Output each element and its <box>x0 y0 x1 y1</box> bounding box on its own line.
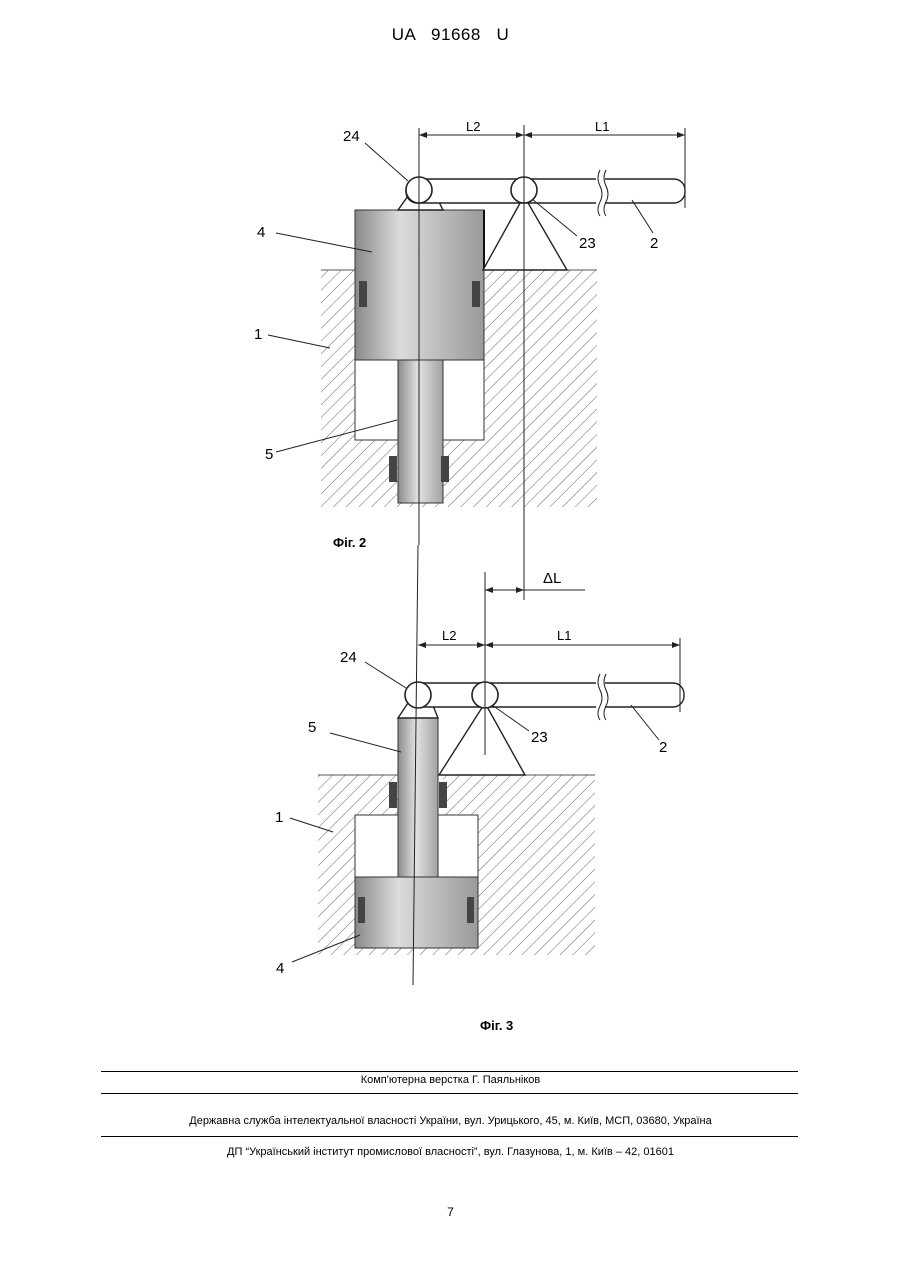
label-23: 23 <box>531 729 548 746</box>
footer-rule-middle <box>101 1093 798 1094</box>
layout-credit: Комп'ютерна верстка Г. Паяльніков <box>0 1074 901 1086</box>
label-2: 2 <box>650 235 658 252</box>
label-2: 2 <box>659 739 667 756</box>
hinge-24 <box>405 682 431 708</box>
dim-label-l2: L2 <box>466 119 480 134</box>
piston-seal-left <box>359 281 367 307</box>
label-5: 5 <box>265 446 273 463</box>
label-5: 5 <box>308 719 316 736</box>
lever-2 <box>406 683 684 707</box>
figure-2: L2 L1 24 4 23 2 1 5 Фіг. 2 <box>254 119 685 600</box>
dim-label-l1: L1 <box>557 628 571 643</box>
dim-label-l1: L1 <box>595 119 609 134</box>
label-23: 23 <box>579 235 596 252</box>
rod-seal-left <box>389 456 397 482</box>
rod-5 <box>398 718 438 877</box>
rod-seal-left <box>389 782 397 808</box>
footer-rule-bottom <box>101 1136 798 1137</box>
label-1: 1 <box>275 809 283 826</box>
label-4: 4 <box>257 224 265 241</box>
piston-seal-right <box>467 897 474 923</box>
page-number: 7 <box>0 1205 901 1219</box>
piston-seal-right <box>472 281 480 307</box>
rod-5 <box>398 360 443 503</box>
figure-2-caption: Фіг. 2 <box>333 535 366 550</box>
label-24: 24 <box>340 649 357 666</box>
label-1: 1 <box>254 326 262 343</box>
piston-seal-left <box>358 897 365 923</box>
fulcrum-support-23 <box>439 703 525 775</box>
office-address: Державна служба інтелектуальної власност… <box>0 1115 901 1127</box>
label-24: 24 <box>343 128 360 145</box>
piston-4 <box>355 877 478 948</box>
label-4: 4 <box>276 960 284 977</box>
dim-label-l2: L2 <box>442 628 456 643</box>
lever-2 <box>406 179 685 203</box>
patent-drawing: L2 L1 24 4 23 2 1 5 Фіг. 2 ΔL <box>0 0 901 1050</box>
rod-seal-right <box>439 782 447 808</box>
institute-address: ДП “Український інститут промислової вла… <box>0 1146 901 1158</box>
footer-rule-top <box>101 1071 798 1072</box>
delta-l-label: ΔL <box>543 570 561 587</box>
figure-3-caption: Фіг. 3 <box>480 1018 513 1033</box>
figure-3: ΔL <box>275 545 684 1033</box>
fulcrum-support-23 <box>483 196 567 270</box>
rod-seal-right <box>441 456 449 482</box>
